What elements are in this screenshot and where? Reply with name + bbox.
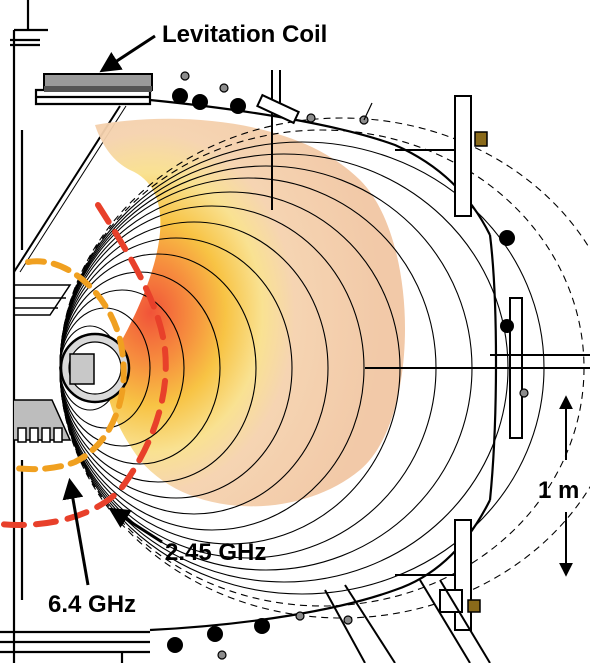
freq-64-label: 6.4 GHz: [48, 591, 136, 618]
scale-bar: 1 m: [538, 395, 579, 577]
inner-structures: [14, 284, 72, 443]
levitation-coil-label: Levitation Coil: [162, 21, 327, 48]
port-marker-bottom: [467, 599, 481, 613]
pin-probes: [180, 71, 529, 660]
resonance-64-ghz: [11, 258, 127, 473]
right-ports: [395, 95, 590, 631]
freq-245-label: 2.45 GHz: [165, 539, 266, 566]
floating-coil: [59, 332, 131, 404]
resonance-245-ghz: [0, 202, 169, 528]
top-port: [256, 70, 300, 125]
port-marker-top: [474, 131, 488, 147]
scale-label: 1 m: [538, 477, 579, 504]
freq-64-pointer: [62, 477, 90, 586]
magnetic-probes: [167, 88, 515, 653]
freq-245-pointer: [108, 507, 163, 544]
levitation-coil-pointer: [99, 34, 156, 73]
plasma-region: [95, 118, 405, 507]
lower-struts: [324, 579, 491, 663]
